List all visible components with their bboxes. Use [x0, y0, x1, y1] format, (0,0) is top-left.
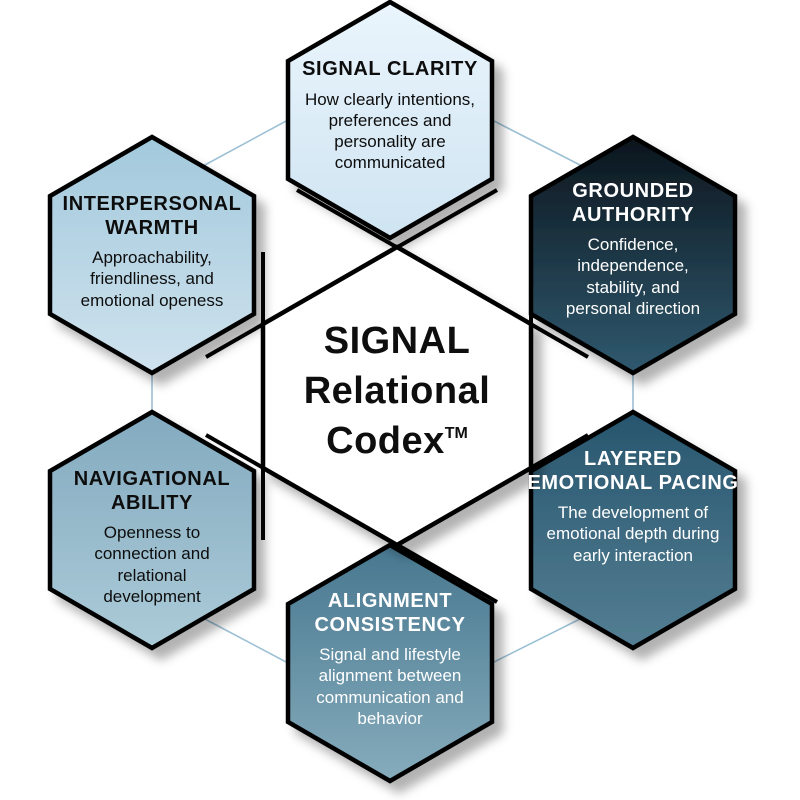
- node-grounded-authority: GROUNDED AUTHORITY Confidence, independe…: [523, 180, 743, 319]
- center-title-line2: Relational: [303, 370, 491, 413]
- center-title-line1: SIGNAL: [323, 320, 471, 362]
- hexagon-center: [260, 244, 534, 548]
- node-title: NAVIGATIONAL ABILITY: [73, 468, 231, 514]
- node-interpersonal-warmth: INTERPERSONAL WARMTH Approachability, fr…: [42, 193, 262, 311]
- connector-topleft-to-top: [202, 119, 289, 167]
- node-title: ALIGNMENT CONSISTENCY: [314, 590, 466, 636]
- node-description: How clearly intentions, preferences and …: [304, 89, 476, 173]
- center-title-line3: CodexTM: [326, 420, 468, 463]
- hexagon-navigational-ability: [47, 409, 257, 651]
- hexagon-interpersonal-warmth: [47, 134, 257, 376]
- node-description: The development of emotional depth durin…: [546, 503, 720, 565]
- node-description: Approachability, friendliness, and emoti…: [80, 248, 224, 310]
- node-title: GROUNDED AUTHORITY: [571, 180, 695, 226]
- hexagon-alignment-consistency: [285, 542, 495, 784]
- hexagon-layered-emotional-pacing: [528, 409, 738, 651]
- connector-top-to-topright: [491, 119, 583, 167]
- node-description: Openness to connection and relational de…: [94, 523, 210, 606]
- node-description: Confidence, independence, stability, and…: [565, 235, 701, 318]
- node-layered-emotional-pacing: LAYERED EMOTIONAL PACING The development…: [523, 448, 743, 566]
- connector-lines: [151, 119, 634, 664]
- connector-bottomright-to-bottom: [491, 617, 583, 664]
- node-title: SIGNAL CLARITY: [302, 58, 478, 80]
- node-alignment-consistency: ALIGNMENT CONSISTENCY Signal and lifesty…: [280, 590, 500, 729]
- node-navigational-ability: NAVIGATIONAL ABILITY Openness to connect…: [42, 468, 262, 607]
- connector-bottom-to-bottomleft: [202, 617, 289, 664]
- node-description: Signal and lifestyle alignment between c…: [316, 645, 464, 728]
- center-title: SIGNAL Relational CodexTM: [257, 316, 537, 466]
- trademark-symbol: TM: [444, 424, 468, 442]
- node-signal-clarity: SIGNAL CLARITY How clearly intentions, p…: [280, 58, 500, 174]
- hexagon-grounded-authority: [528, 134, 738, 376]
- hexagon-signal-clarity: [285, 0, 495, 241]
- node-title: INTERPERSONAL WARMTH: [62, 193, 242, 239]
- node-title: LAYERED EMOTIONAL PACING: [527, 448, 739, 494]
